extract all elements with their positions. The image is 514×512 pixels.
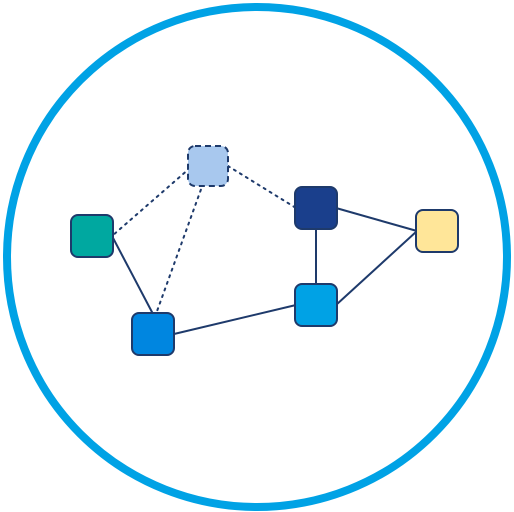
node-n6 [294, 283, 338, 327]
node-n5 [131, 312, 175, 356]
node-n3 [294, 186, 338, 230]
edge-n6-n4 [335, 230, 418, 306]
node-n1 [187, 145, 229, 187]
edge-n5-n6 [173, 304, 297, 335]
outer-ring [3, 3, 511, 511]
edge-n1-n5 [155, 169, 209, 315]
edge-n1-n3 [227, 165, 297, 209]
edge-n1-n2 [111, 167, 191, 237]
node-n2 [70, 214, 114, 258]
edge-n2-n5 [111, 235, 154, 315]
edge-n3-n4 [335, 207, 418, 232]
nodes [70, 145, 459, 356]
node-n4 [415, 209, 459, 253]
edges [111, 165, 418, 335]
